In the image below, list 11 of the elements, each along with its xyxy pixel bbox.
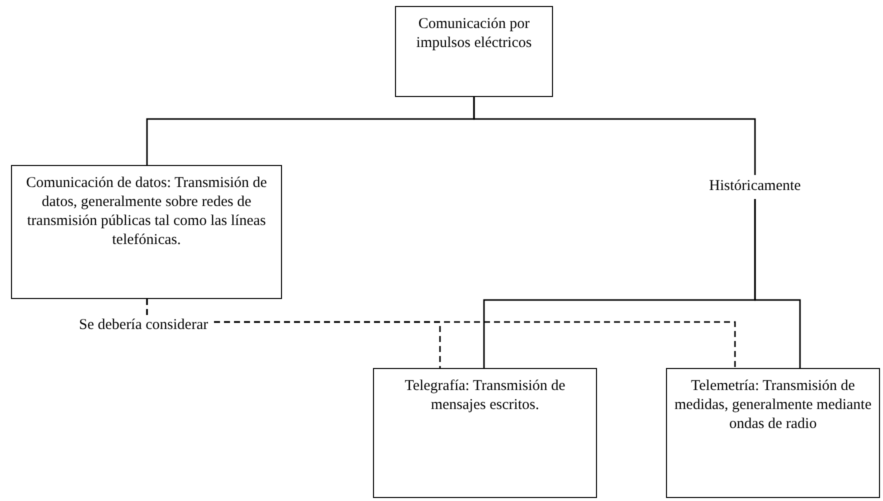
connector <box>754 199 801 368</box>
box-text: Comunicación por impulsos eléctricos <box>415 15 533 53</box>
connector <box>473 97 756 175</box>
box-text: Comunicación de datos: Transmisión de datos, generalmente sobre redes de transmisión públicas tal como las líneas telefónicas. <box>25 174 268 250</box>
text-box <box>373 368 597 498</box>
box-text: Telemetría: Transmisión de medidas, generalmente mediante ondas de radio <box>674 377 872 434</box>
text-box <box>666 368 880 498</box>
text-box <box>395 6 553 97</box>
dashed-connector <box>146 299 736 368</box>
box-text: Telegrafía: Transmisión de mensajes escritos. <box>404 377 566 415</box>
text-box <box>11 165 282 299</box>
